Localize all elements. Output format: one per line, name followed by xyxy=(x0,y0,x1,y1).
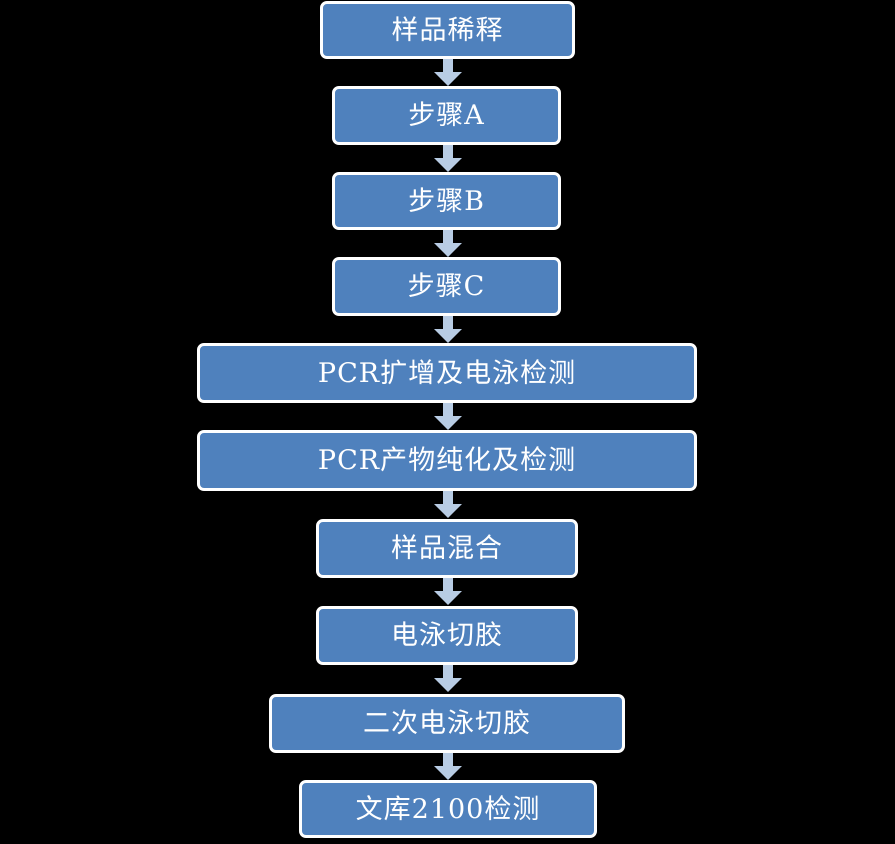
flow-node-label: 样品稀释 xyxy=(391,14,504,46)
arrow-down-icon xyxy=(433,491,463,519)
flow-node-label: 二次电泳切胶 xyxy=(363,708,531,739)
flow-node-2: 步骤A xyxy=(332,86,561,145)
flow-node-3: 步骤B xyxy=(332,172,561,230)
flow-node-10: 文库2100检测 xyxy=(299,780,597,838)
arrow-down-icon xyxy=(433,316,463,344)
flow-node-label: 文库2100检测 xyxy=(355,793,541,825)
arrow-down-icon xyxy=(433,145,463,173)
arrow-down-icon xyxy=(433,403,463,431)
flow-node-5: PCR扩增及电泳检测 xyxy=(197,343,697,403)
arrow-down-icon xyxy=(433,230,463,258)
flow-node-6: PCR产物纯化及检测 xyxy=(197,430,697,491)
arrow-down-icon xyxy=(433,665,463,693)
flow-node-label: 步骤C xyxy=(407,271,486,302)
flow-node-8: 电泳切胶 xyxy=(316,606,578,665)
flow-node-9: 二次电泳切胶 xyxy=(269,694,625,753)
flow-node-label: 步骤B xyxy=(408,185,485,217)
arrow-down-icon xyxy=(433,578,463,606)
arrow-down-icon xyxy=(433,753,463,781)
flow-node-4: 步骤C xyxy=(332,257,561,316)
flow-node-7: 样品混合 xyxy=(316,519,578,578)
flow-node-label: 电泳切胶 xyxy=(391,620,503,651)
flow-node-label: 样品混合 xyxy=(391,533,503,564)
arrow-down-icon xyxy=(433,59,463,87)
flow-node-label: PCR产物纯化及检测 xyxy=(317,445,577,476)
flow-node-label: 步骤A xyxy=(408,100,485,131)
flow-node-label: PCR扩增及电泳检测 xyxy=(317,357,577,389)
flow-node-1: 样品稀释 xyxy=(320,1,575,59)
